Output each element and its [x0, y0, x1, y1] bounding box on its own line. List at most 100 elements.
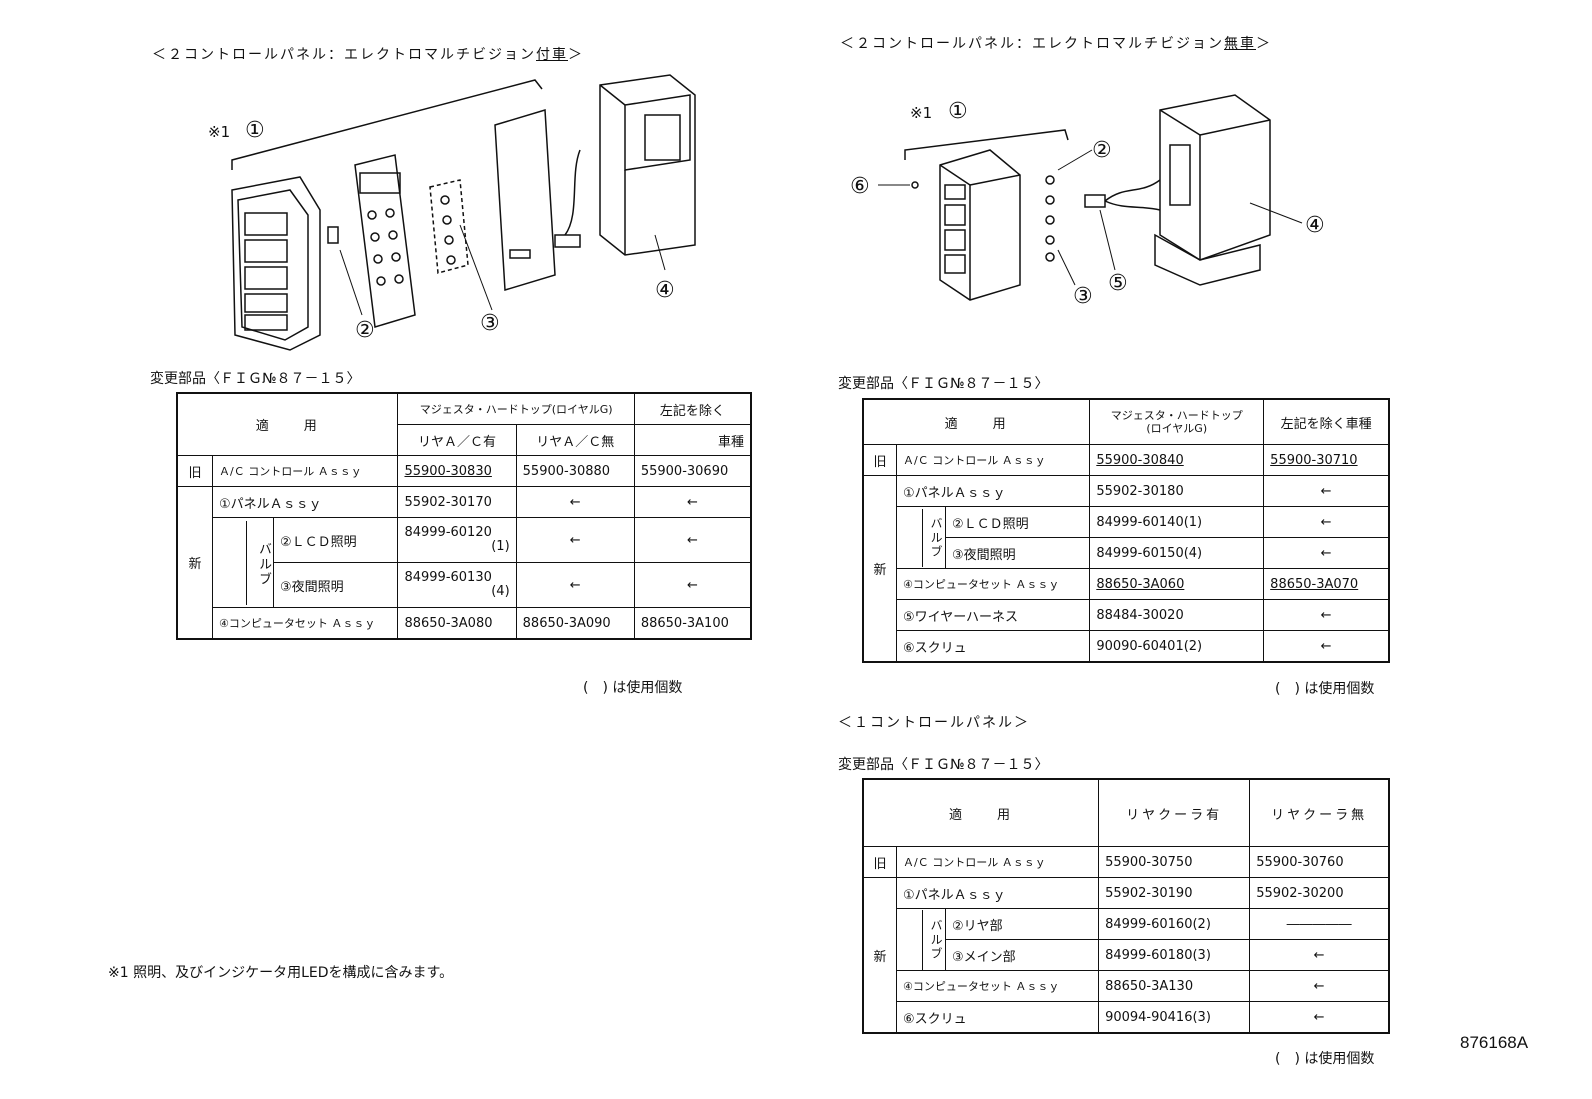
screw-item: ⑥スクリュ	[895, 1001, 1100, 1034]
right-top-table-caption: 変更部品〈ＦＩＧ№８７－１５〉	[838, 376, 1049, 392]
right-callout-4: ④	[1305, 213, 1325, 238]
header-apply: 適 用	[862, 778, 1100, 847]
computer-value-1: 88650-3A130	[1098, 970, 1251, 1002]
panel-value-2: ←	[1263, 475, 1390, 507]
computer-value-2: ←	[1249, 970, 1390, 1002]
lcd-item: ②ＬＣＤ照明	[272, 517, 399, 563]
harness-item: ⑤ワイヤーハーネス	[895, 599, 1091, 631]
old-label: 旧	[862, 444, 897, 476]
computer-value-2: 88650-3A090	[515, 607, 635, 640]
left-callout-3: ③	[480, 311, 500, 336]
left-callout-1: ①	[245, 118, 265, 143]
rear-item: ②リヤ部	[944, 908, 1100, 940]
new-label: 新	[176, 486, 213, 640]
left-heading: ＜２コントロールパネル：エレクトロマルチビジョン付車＞	[152, 44, 584, 64]
old-item: Ａ/Ｃ コントロール Ａｓｓｙ	[211, 455, 399, 487]
panel-value-1: 55902-30190	[1098, 877, 1251, 909]
left-qty-note: ( ) は使用個数	[583, 680, 683, 696]
right-bottom-parts-table: 適 用 リヤクーラ有 リヤクーラ無 旧 Ａ/Ｃ コントロール Ａｓｓｙ 5590…	[862, 778, 1390, 1034]
old-value-1: 55900-30840	[1089, 444, 1265, 476]
panel-value-2: 55902-30200	[1249, 877, 1390, 909]
left-callout-2: ②	[355, 318, 375, 343]
new-label: 新	[862, 475, 897, 663]
right-note-mark: ※1	[910, 104, 932, 122]
left-heading-underlined: 付車	[536, 47, 568, 63]
lcd-item: ②ＬＣＤ照明	[944, 506, 1091, 538]
main-value-2: ←	[1249, 939, 1390, 971]
bulb-label: バルブ	[922, 909, 945, 970]
right-top-heading-text: ＜２コントロールパネル：エレクトロマルチビジョン	[840, 36, 1224, 52]
computer-item: ④コンピュータセット Ａｓｓｙ	[895, 568, 1091, 600]
header-rear-ac-yes: リヤＡ／Ｃ有	[397, 424, 517, 456]
right-top-heading: ＜２コントロールパネル：エレクトロマルチビジョン無車＞	[840, 33, 1272, 53]
night-item: ③夜間照明	[944, 537, 1091, 569]
header-majesta-bottom: (ロイヤルG)	[1146, 422, 1208, 435]
lcd-value-3: ←	[633, 517, 752, 563]
night-value-2: ←	[1263, 537, 1390, 569]
computer-value-1: 88650-3A080	[397, 607, 517, 640]
lcd-value-2: ←	[515, 517, 635, 563]
left-heading-text: ＜２コントロールパネル：エレクトロマルチビジョン	[152, 47, 536, 63]
old-value-1: 55900-30750	[1098, 846, 1251, 878]
computer-item: ④コンピュータセット Ａｓｓｙ	[211, 607, 399, 640]
right-bottom-heading: ＜１コントロールパネル＞	[838, 715, 1030, 731]
old-value-3: 55900-30690	[633, 455, 752, 487]
header-majesta: マジェスタ・ハードトップ(ロイヤルG)	[397, 392, 635, 425]
computer-item: ④コンピュータセット Ａｓｓｙ	[895, 970, 1100, 1002]
old-label: 旧	[862, 846, 897, 878]
old-value-2: 55900-30880	[515, 455, 635, 487]
lcd-value-1: 84999-60120	[404, 525, 492, 540]
right-callout-3: ③	[1073, 284, 1093, 309]
rear-value-1: 84999-60160(2)	[1098, 908, 1251, 940]
right-top-heading-close: ＞	[1256, 36, 1272, 52]
old-item: Ａ/Ｃ コントロール Ａｓｓｙ	[895, 846, 1100, 878]
bulb-label: バルブ	[246, 520, 273, 605]
panel-value-1: 55902-30170	[397, 486, 517, 518]
old-label: 旧	[176, 455, 213, 487]
left-parts-table: 適 用 マジェスタ・ハードトップ(ロイヤルG) 左記を除く リヤＡ／Ｃ有 リヤＡ…	[176, 392, 752, 640]
night-value-1: 84999-60130	[404, 570, 492, 585]
computer-value-3: 88650-3A100	[633, 607, 752, 640]
right-top-heading-underlined: 無車	[1224, 36, 1256, 52]
panel-item: ①パネルＡｓｓｙ	[895, 475, 1091, 507]
lcd-value-1: 84999-60140(1)	[1089, 506, 1265, 538]
right-bottom-table-caption: 変更部品〈ＦＩＧ№８７－１５〉	[838, 757, 1049, 773]
header-other-bottom: 車種	[633, 424, 752, 456]
header-rear-cooler-no: リヤクーラ無	[1249, 778, 1390, 847]
lcd-value-2: ←	[1263, 506, 1390, 538]
lcd-value-1-qty: (1)	[491, 539, 510, 554]
new-label: 新	[862, 877, 897, 1034]
header-other: 左記を除く車種	[1263, 398, 1390, 445]
old-value-2: 55900-30710	[1263, 444, 1390, 476]
computer-value-2: 88650-3A070	[1263, 568, 1390, 600]
old-item: Ａ/Ｃ コントロール Ａｓｓｙ	[895, 444, 1091, 476]
screw-value-1: 90094-90416(3)	[1098, 1001, 1251, 1034]
night-value-1-qty: (4)	[491, 584, 510, 599]
old-value-2: 55900-30760	[1249, 846, 1390, 878]
panel-value-3: ←	[633, 486, 752, 518]
night-value-1: 84999-60150(4)	[1089, 537, 1265, 569]
bulb-label: バルブ	[922, 508, 945, 567]
old-value-1: 55900-30830	[397, 455, 517, 487]
rear-value-2: ―――――	[1249, 908, 1390, 940]
header-apply: 適 用	[176, 392, 399, 456]
header-majesta-top: マジェスタ・ハードトップ	[1110, 409, 1243, 422]
right-top-parts-table: 適 用 マジェスタ・ハードトップ(ロイヤルG) 左記を除く車種 旧 Ａ/Ｃ コン…	[862, 398, 1390, 663]
night-value-2: ←	[515, 562, 635, 608]
screw-value-2: ←	[1263, 630, 1390, 663]
right-bottom-qty-note: ( ) は使用個数	[1275, 1051, 1375, 1067]
right-callout-6: ⑥	[850, 174, 870, 199]
right-top-qty-note: ( ) は使用個数	[1275, 681, 1375, 697]
harness-value-2: ←	[1263, 599, 1390, 631]
screw-item: ⑥スクリュ	[895, 630, 1091, 663]
left-note-mark: ※1	[208, 123, 230, 141]
panel-value-2: ←	[515, 486, 635, 518]
right-exploded-diagram: ※1 ① ② ③ ④ ⑤ ⑥	[850, 94, 1325, 309]
right-callout-1: ①	[948, 99, 968, 124]
header-apply: 適 用	[862, 398, 1091, 445]
header-rear-ac-no: リヤＡ／Ｃ無	[515, 424, 635, 456]
panel-value-1: 55902-30180	[1089, 475, 1265, 507]
left-table-caption: 変更部品〈ＦＩＧ№８７－１５〉	[150, 371, 361, 387]
screw-value-1: 90090-60401(2)	[1089, 630, 1265, 663]
screw-value-2: ←	[1249, 1001, 1390, 1034]
